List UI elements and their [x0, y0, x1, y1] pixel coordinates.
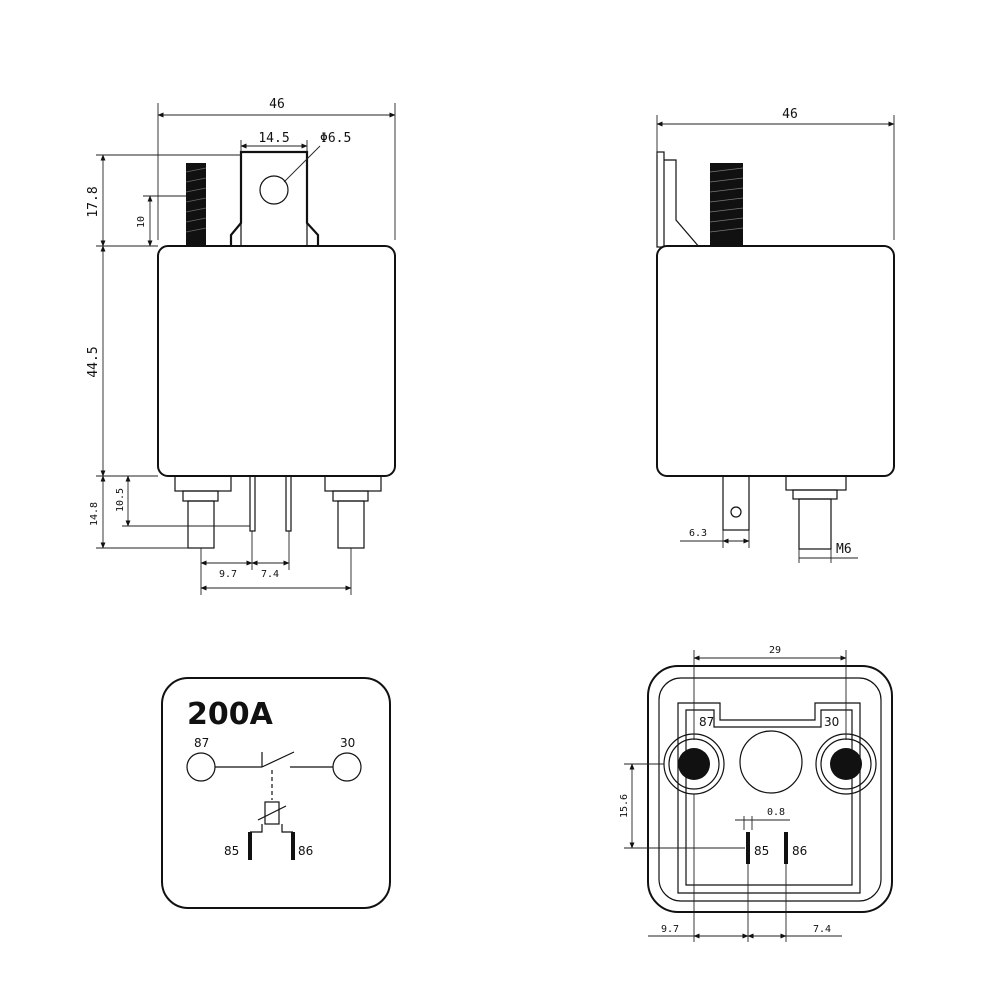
side-dim-tab-label: 6.3 — [689, 528, 707, 539]
bottom-dim-right-label: 7.4 — [813, 924, 831, 935]
coil-pin-2 — [285, 475, 292, 532]
dim-lug-width-label: 14.5 — [258, 131, 289, 146]
bottom-outer — [647, 665, 893, 913]
dim-gap-a-label: 9.7 — [219, 569, 237, 580]
bottom-terminal-87: 87 — [699, 715, 714, 729]
right-stud-base — [324, 475, 382, 492]
terminal-lug — [229, 150, 320, 250]
symbol-terminal-86: 86 — [298, 844, 313, 858]
threaded-stud-side — [710, 163, 743, 245]
side-view: 46 6.3 M6 — [656, 107, 895, 563]
dim-thread-height-label: 10 — [136, 216, 147, 228]
center-hole — [739, 730, 803, 794]
stud-side — [798, 498, 832, 550]
right-stud — [337, 500, 365, 549]
coil-pin-1 — [249, 475, 256, 532]
threaded-stud — [186, 163, 206, 246]
bottom-dim-spacing-label: 29 — [769, 645, 781, 656]
dim-pin-height-label: 14.8 — [89, 502, 100, 526]
bottom-view: 87 30 85 86 29 15.6 0.8 9.7 7.4 — [619, 645, 893, 942]
side-dim-width-label: 46 — [782, 107, 798, 122]
bottom-terminal-30: 30 — [824, 715, 839, 729]
symbol-frame — [161, 677, 391, 909]
dim-body-height-label: 44.5 — [86, 346, 101, 377]
lug-profile — [656, 151, 665, 248]
coil-tab — [722, 475, 750, 531]
dim-gap-b-label: 7.4 — [261, 569, 279, 580]
relay-body-side — [656, 245, 895, 477]
left-stud — [187, 500, 215, 549]
terminal-87-stud — [678, 748, 710, 780]
symbol-terminal-30: 30 — [340, 736, 355, 750]
dim-width-label: 46 — [269, 97, 285, 112]
symbol-terminal-85: 85 — [224, 844, 239, 858]
front-view: 46 14.5 Φ6.5 17.8 10 44.5 14.8 10.5 — [86, 97, 396, 595]
terminal-30-stud — [830, 748, 862, 780]
lug-hole — [259, 175, 289, 205]
switch-arm — [261, 751, 295, 768]
relay-body-front — [157, 245, 396, 477]
bottom-dim-gap-label: 0.8 — [767, 807, 785, 818]
bottom-terminal-85: 85 — [754, 844, 769, 858]
symbol-terminal-87: 87 — [194, 736, 209, 750]
tab-hole — [730, 506, 742, 518]
dim-hole-dia-label: Φ6.5 — [320, 131, 351, 146]
rating-label: 200A — [187, 697, 274, 732]
bottom-terminal-86: 86 — [792, 844, 807, 858]
left-stud-base — [174, 475, 232, 492]
dim-top-height-label: 17.8 — [86, 186, 101, 217]
wiring-symbol: 200A 87 30 85 86 — [161, 677, 391, 909]
coil-symbol — [264, 801, 280, 825]
dim-pin-small-label: 10.5 — [115, 488, 126, 512]
bottom-dim-vert-label: 15.6 — [619, 794, 630, 818]
bottom-dim-left-label: 9.7 — [661, 924, 679, 935]
side-dim-stud-label: M6 — [836, 542, 852, 557]
